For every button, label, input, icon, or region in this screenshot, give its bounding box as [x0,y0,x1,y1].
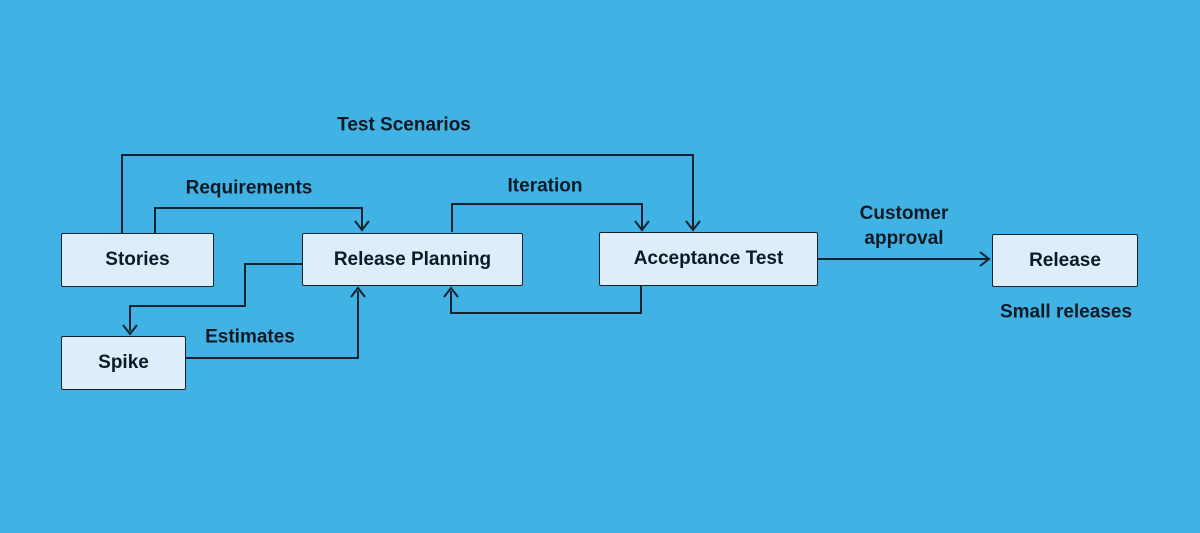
annotation-small-releases: Small releases [999,301,1133,323]
edge-stories-to-release-planning [154,207,370,233]
arrowhead-down-icon [122,324,138,336]
edge-label-estimates: Estimates [205,326,295,348]
edge-label-requirements: Requirements [185,177,313,199]
edge-label-test-scenarios: Test Scenarios [337,114,471,136]
node-stories-label: Stories [105,249,170,270]
arrowhead-right-icon [979,251,991,267]
node-release: Release [992,234,1138,287]
node-acceptance-test-label: Acceptance Test [633,248,784,269]
edge-label-customer-approval: Customer approval [859,202,949,249]
node-spike-label: Spike [98,352,149,373]
edge-spike-to-release-planning [186,286,366,359]
node-spike: Spike [61,336,186,390]
edge-release-planning-to-acceptance-test [451,203,650,232]
node-acceptance-test: Acceptance Test [599,232,818,286]
edge-label-iteration: Iteration [507,175,583,197]
edge-acceptance-test-to-release [818,251,991,267]
arrowhead-up-icon [350,286,366,298]
arrowhead-down-icon [634,220,650,232]
edge-acceptance-test-to-release-planning [443,286,642,314]
node-release-planning-label: Release Planning [333,248,492,270]
arrowhead-up-icon [443,286,459,298]
arrowhead-down-icon [354,220,370,232]
node-release-label: Release [1029,249,1101,271]
edge-release-planning-to-spike [122,263,302,336]
arrowhead-down-icon [685,220,701,232]
edge-stories-to-acceptance-test [121,154,701,233]
node-release-planning: Release Planning [302,233,523,286]
node-stories: Stories [61,233,214,287]
